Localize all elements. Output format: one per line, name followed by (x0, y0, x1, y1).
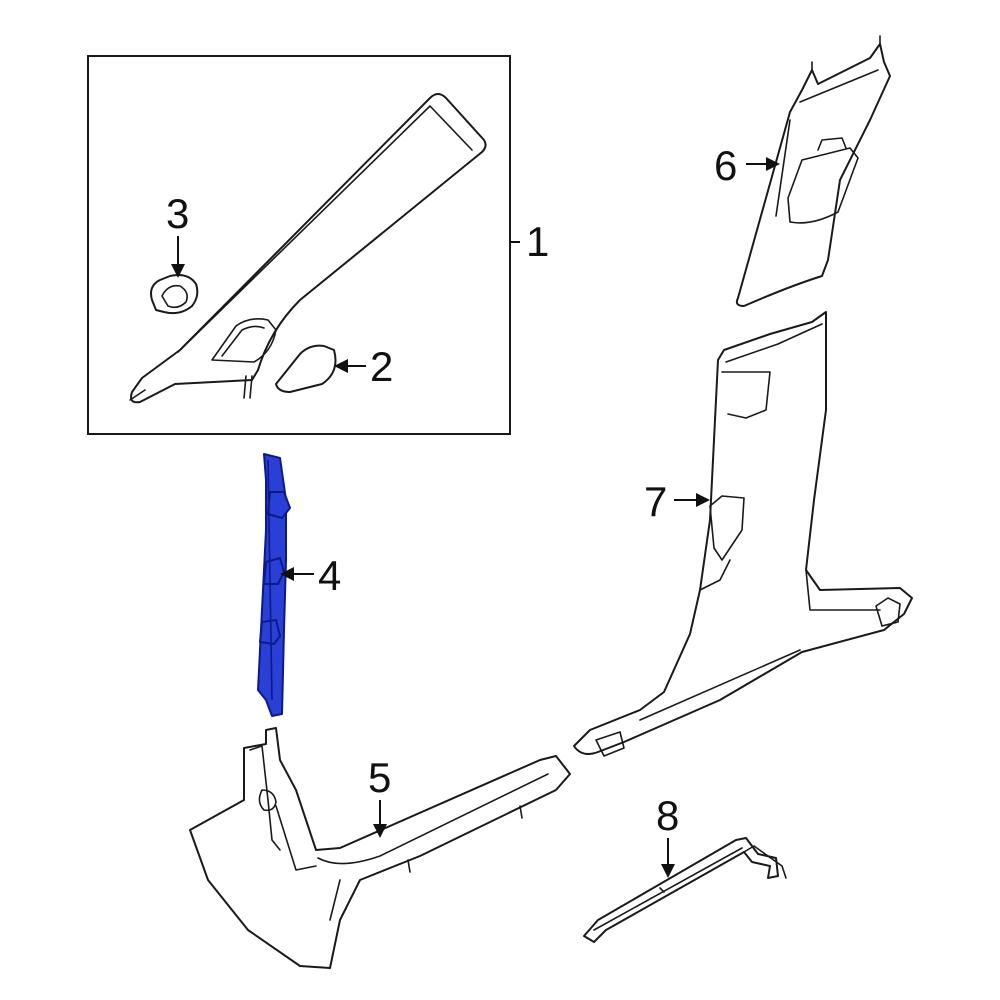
callout-6: 6 (714, 142, 780, 189)
callout-2: 2 (334, 343, 393, 390)
callout-7: 7 (644, 478, 710, 525)
callout-4-label: 4 (318, 552, 341, 599)
upper-b-pillar-trim[interactable] (735, 35, 891, 307)
callout-5-label: 5 (368, 754, 391, 801)
a-pillar-trim[interactable] (129, 93, 487, 404)
callout-7-label: 7 (644, 478, 667, 525)
callout-8-label: 8 (656, 792, 679, 839)
sill-bracket[interactable] (583, 837, 787, 943)
callout-6-label: 6 (714, 142, 737, 189)
lower-b-pillar-trim[interactable] (573, 311, 913, 757)
callout-3: 3 (166, 190, 189, 278)
clip[interactable] (150, 274, 199, 315)
cover-cap[interactable] (275, 344, 337, 393)
callout-4: 4 (280, 552, 341, 599)
callout-1: 1 (510, 218, 549, 265)
assembly-box (87, 55, 511, 435)
highlighted-seal-strip[interactable] (257, 453, 291, 717)
callout-2-label: 2 (370, 343, 393, 390)
callout-1-label: 1 (526, 218, 549, 265)
front-sill-kick-panel[interactable] (189, 727, 571, 969)
callout-3-label: 3 (166, 190, 189, 237)
callout-8: 8 (656, 792, 679, 878)
callout-5: 5 (368, 754, 391, 838)
